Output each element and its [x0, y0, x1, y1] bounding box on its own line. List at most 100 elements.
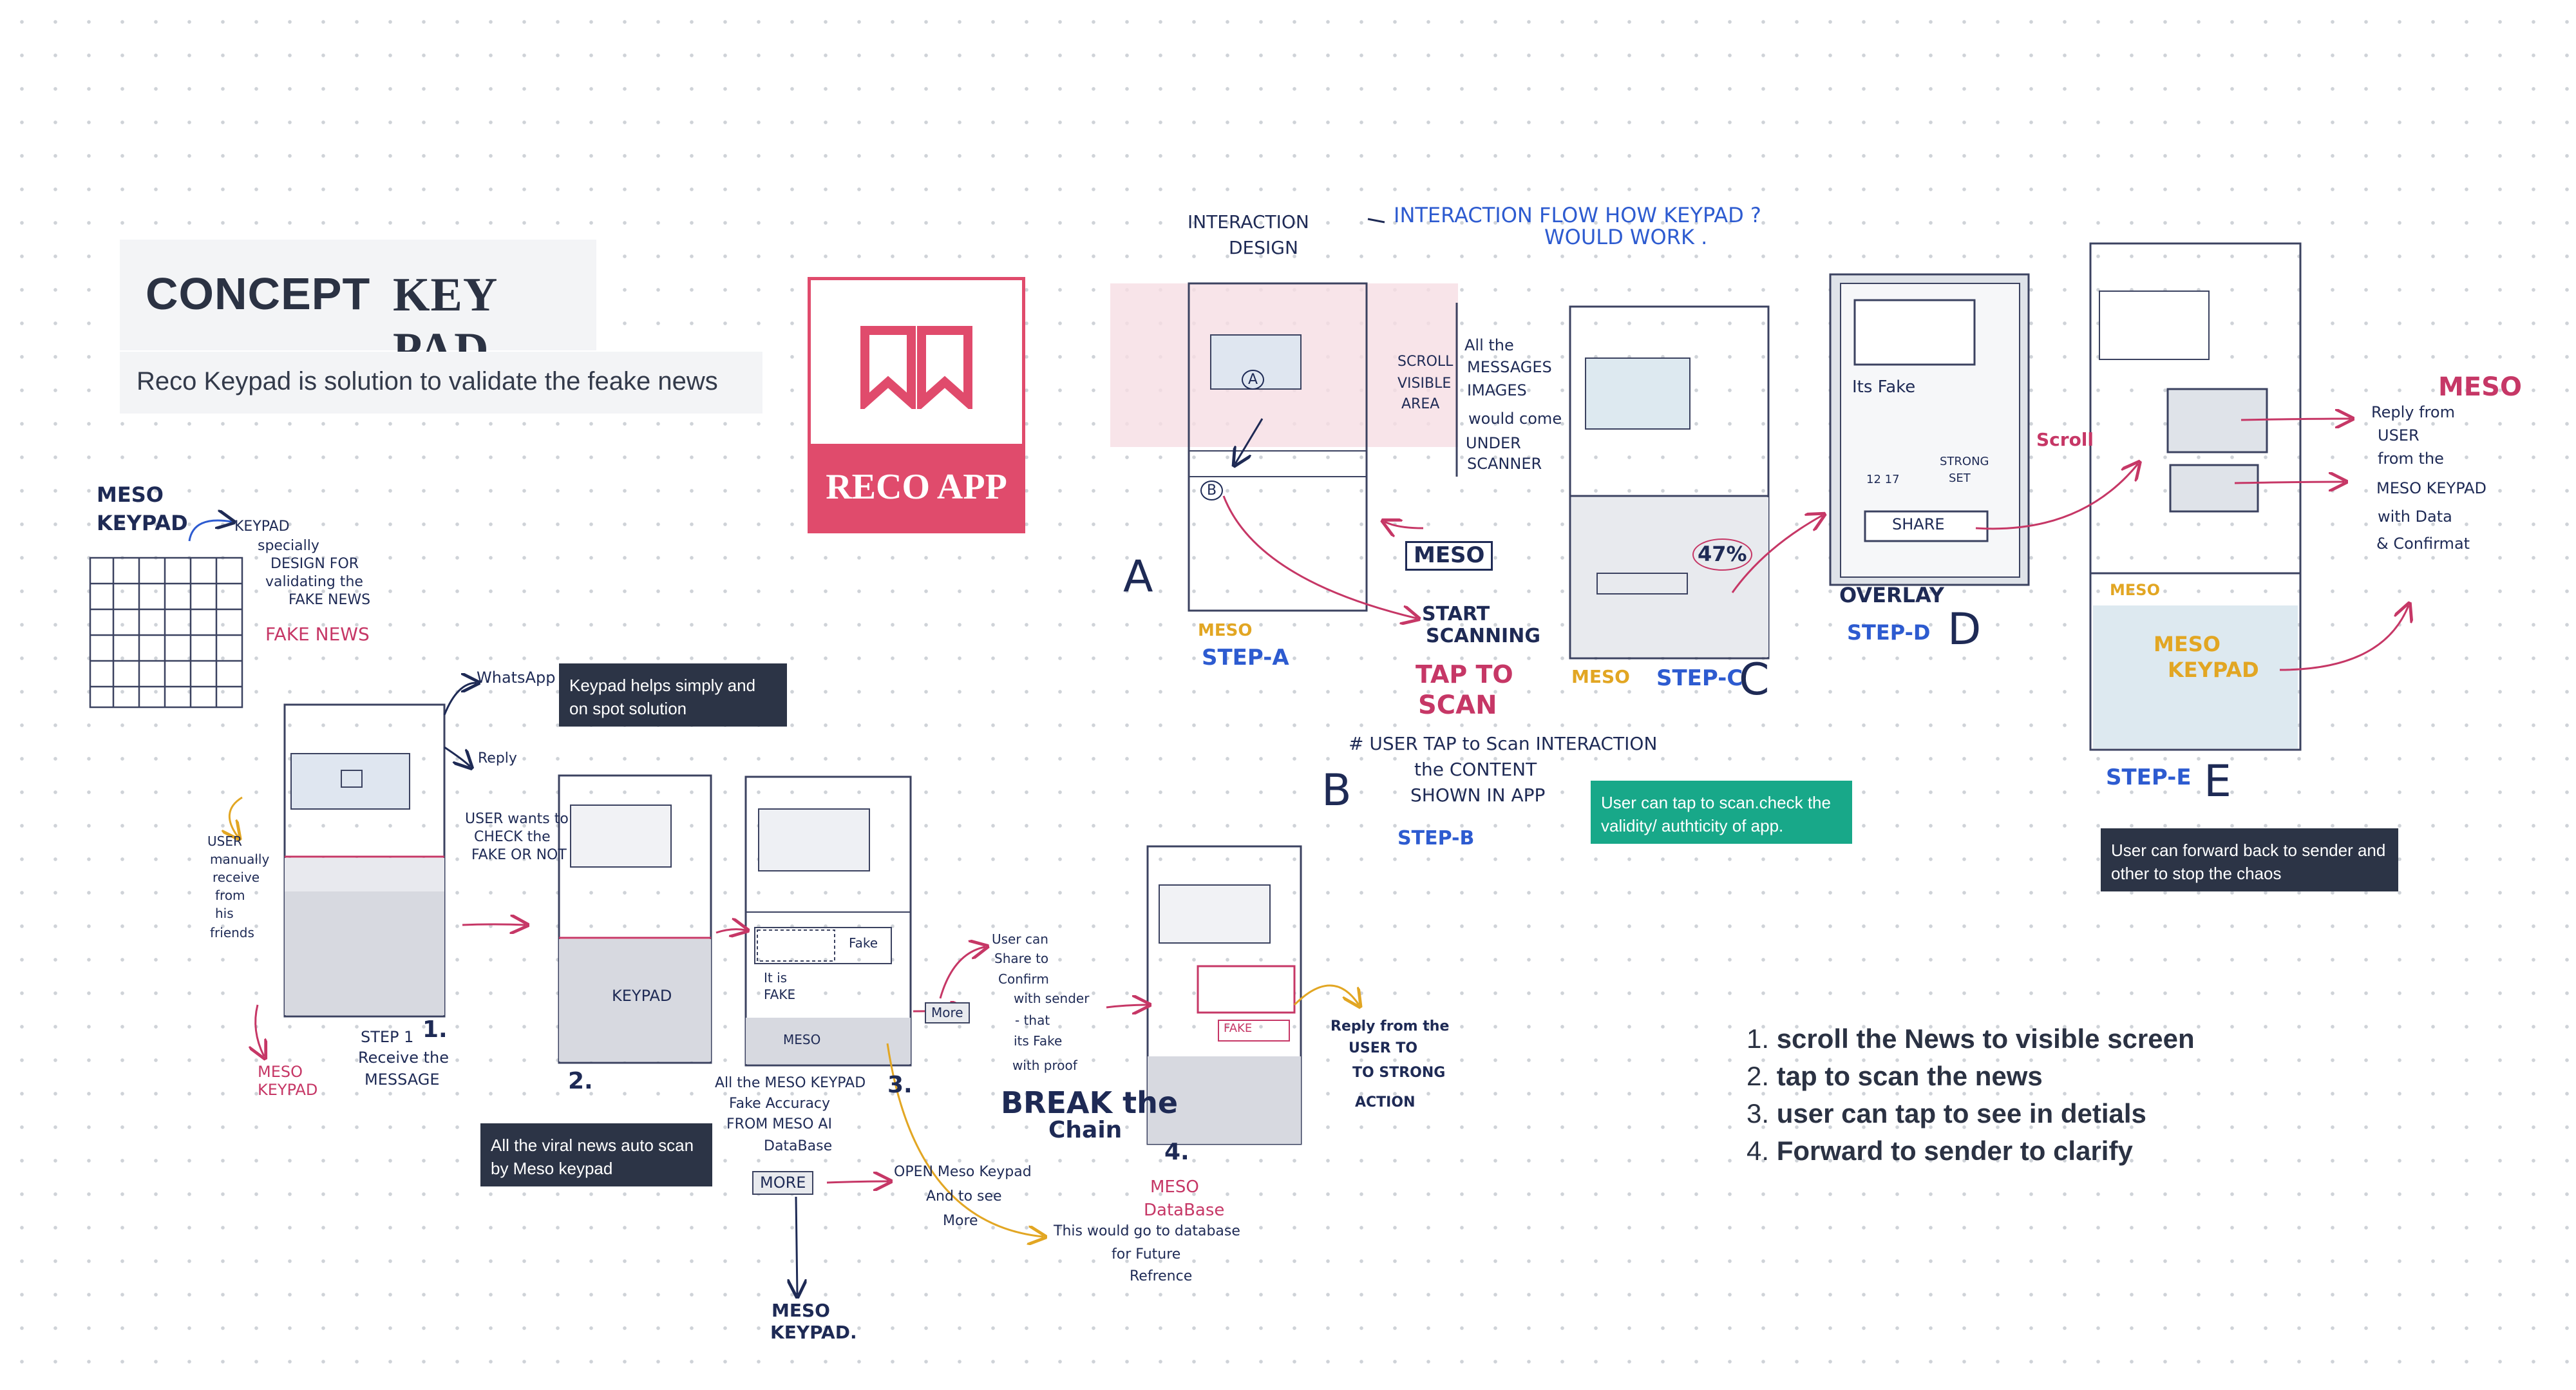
hw-reply: Reply [478, 750, 517, 766]
hw-share-info: User can [992, 931, 1048, 947]
hw-whatsapp: WhatsApp [477, 669, 556, 687]
hw-user-wants: USER wants to [465, 811, 569, 827]
hw-meso-keypad-left: KEYPAD [258, 1081, 318, 1099]
hw-open-meso: OPEN Meso Keypad [894, 1164, 1032, 1180]
hw-future-ref: Refrence [1130, 1268, 1193, 1284]
hw-break-chain: Chain [1048, 1117, 1122, 1143]
hw-scroll-visible: AREA [1401, 396, 1440, 412]
hw-interaction-flow: WOULD WORK . [1544, 225, 1708, 249]
share-button[interactable]: SHARE [1892, 515, 1945, 533]
hw-step-c: STEP-C [1656, 665, 1743, 691]
hw-user-tap: SHOWN IN APP [1410, 785, 1546, 806]
concept-title: CONCEPT [146, 269, 371, 319]
hw-fake-tag: Fake [849, 935, 878, 951]
hw-keypad-desc: validating the [265, 574, 363, 590]
hw-step1: Receive the [358, 1049, 449, 1067]
steps-list-item: 1. scroll the News to visible screen [1747, 1023, 2195, 1054]
hw-counts: 12 17 [1866, 473, 1900, 486]
hw-keypad-desc: FAKE NEWS [289, 592, 371, 608]
hw-step1: MESSAGE [365, 1071, 440, 1089]
hw-open-meso: More [943, 1213, 978, 1229]
hw-share-info: - that [1015, 1013, 1050, 1028]
hw-meso-step-c: MESO [1571, 666, 1630, 687]
hw-user-manually: manually [210, 852, 270, 867]
phone-sketch-c [1569, 305, 1770, 660]
hw-meso-box: MESO [1405, 541, 1493, 571]
hw-meso-keypad-bottom: KEYPAD. [770, 1322, 857, 1343]
phone-sketch-4 [1146, 845, 1302, 1145]
hw-all-messages: SCANNER [1467, 455, 1542, 473]
note-viral-news: All the viral news auto scan by Meso key… [480, 1123, 712, 1186]
flow-arrows [188, 218, 2409, 1295]
hw-user-tap: the CONTENT [1414, 759, 1537, 780]
hw-meso-database: DataBase [1144, 1201, 1225, 1220]
hw-fake-in-card: FAKE [1224, 1022, 1253, 1035]
hw-circle-a: A [1242, 370, 1265, 390]
hw-keypad-desc: specially [258, 538, 319, 554]
hw-reply-from-meso: & Confirmat [2376, 535, 2470, 553]
hw-all-messages: IMAGES [1467, 381, 1527, 399]
hw-scroll: Scroll [2036, 429, 2094, 450]
hw-reply-from-user: USER TO [1349, 1040, 1418, 1056]
hw-meso-e: MESO [2110, 581, 2160, 599]
hw-interaction-design: INTERACTION [1188, 211, 1309, 233]
steps-list: 1. scroll the News to visible screen 2. … [1747, 1020, 2195, 1170]
hw-step-e: STEP-E [2106, 765, 2192, 790]
keypad-grid-sketch [89, 557, 243, 709]
hw-reply-from-meso: from the [2378, 450, 2444, 468]
hw-reply-from-user: ACTION [1355, 1094, 1416, 1110]
hw-step-b: STEP-B [1397, 827, 1475, 850]
steps-list-item: 2. tap to scan the news [1747, 1061, 2043, 1091]
hw-number-2: 2. [568, 1068, 593, 1094]
hw-share-info: with sender [1014, 991, 1090, 1006]
hw-its-fake-d: Its Fake [1852, 377, 1916, 397]
hw-open-meso: And to see [926, 1188, 1002, 1204]
phone-sketch-a [1110, 282, 1458, 612]
hw-all-meso: All the MESO KEYPAD [715, 1075, 866, 1091]
steps-list-item: 4. Forward to sender to clarify [1747, 1136, 2133, 1166]
subtitle-panel: Reco Keypad is solution to validate the … [120, 352, 762, 414]
hw-scroll-visible: VISIBLE [1397, 376, 1452, 392]
more-button[interactable]: More [925, 1002, 970, 1023]
hw-reply-from-user: Reply from the [1331, 1018, 1450, 1034]
hw-meso-tag: MESO [783, 1032, 821, 1047]
hw-future-ref: This would go to database [1054, 1223, 1240, 1239]
hw-tap-to-scan: TAP TO [1416, 660, 1513, 689]
hw-its-fake: FAKE [764, 987, 796, 1002]
phone-sketch-e [2089, 242, 2302, 751]
hw-share-info: its Fake [1014, 1033, 1063, 1049]
hw-scroll-visible: SCROLL [1397, 354, 1454, 370]
phone-sketch-d [1829, 273, 2030, 586]
hw-meso-keypad-bottom: MESO [772, 1300, 830, 1321]
hw-meso-keypad-left: MESO [258, 1063, 303, 1081]
subtitle: Reco Keypad is solution to validate the … [137, 367, 718, 395]
note-forward-back: User can forward back to sender and othe… [2101, 828, 2398, 891]
hw-share-info: with proof [1012, 1058, 1077, 1073]
hw-user-manually: his [215, 906, 234, 921]
hw-letter-b: B [1321, 765, 1352, 816]
hw-share-info: Share to [994, 951, 1049, 966]
hw-fake-news: FAKE NEWS [265, 624, 370, 645]
hw-all-meso: DataBase [764, 1138, 833, 1154]
hw-future-ref: for Future [1112, 1246, 1181, 1262]
hw-step-d: STEP-D [1847, 620, 1931, 645]
hw-all-meso: Fake Accuracy [729, 1096, 831, 1112]
hw-start-scanning: START [1422, 603, 1490, 625]
hw-meso-step-a: MESO [1198, 621, 1253, 640]
hw-keypad-desc: DESIGN FOR [270, 556, 359, 572]
hw-user-tap: # USER TAP to Scan INTERACTION [1349, 733, 1658, 754]
hw-reply-from-meso: with Data [2378, 508, 2452, 526]
hw-keypad: KEYPAD [97, 511, 188, 535]
hw-number-4: 4. [1164, 1139, 1189, 1165]
hw-letter-c: C [1739, 654, 1770, 705]
hw-break-chain: BREAK the [1001, 1085, 1179, 1120]
hw-interaction-flow: INTERACTION FLOW HOW KEYPAD ? [1394, 203, 1761, 227]
note-keypad-helps: Keypad helps simply and on spot solution [559, 663, 787, 727]
hw-meso-pink: MESO [2438, 372, 2522, 402]
more-button-2[interactable]: MORE [752, 1171, 814, 1195]
hw-counts: STRONG [1940, 455, 1989, 468]
hw-circle-b: B [1200, 481, 1224, 501]
reco-app-logo: RECO APP [808, 277, 1025, 533]
hw-its-fake: It is [764, 970, 788, 985]
